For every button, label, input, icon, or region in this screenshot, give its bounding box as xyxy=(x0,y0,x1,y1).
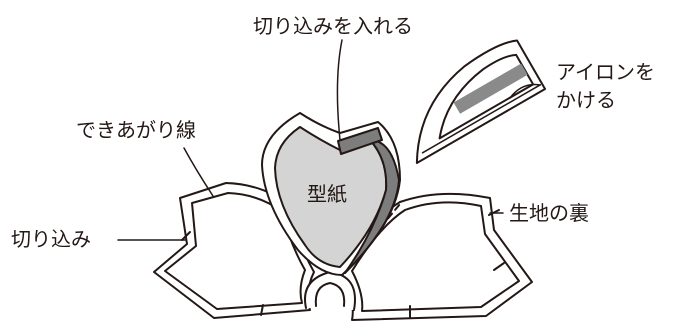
label-iron-line2: かける xyxy=(556,88,616,112)
label-iron-line1: アイロンを xyxy=(556,60,655,84)
bottom-notch-inner xyxy=(314,282,346,307)
label-fabric-back: 生地の裏 xyxy=(509,201,589,225)
cut-mark-4 xyxy=(493,262,505,271)
leader-finished-line xyxy=(183,147,214,197)
leader-cut-notch xyxy=(336,39,343,141)
cut-mark-2 xyxy=(260,304,264,316)
cut-mark-1 xyxy=(181,231,191,241)
left-petal-finished-line xyxy=(164,192,306,310)
label-cut-notch: 切り込みを入れる xyxy=(253,14,413,38)
iron-sole-line xyxy=(421,84,542,154)
leader-iron xyxy=(509,83,541,99)
iron-inner-outline xyxy=(438,53,535,140)
folded-flap xyxy=(337,127,383,155)
label-finished-line: できあがり線 xyxy=(76,118,196,142)
iron-handle xyxy=(453,63,528,114)
iron-icon xyxy=(415,39,547,164)
folded-edge xyxy=(344,139,400,274)
label-pattern-paper: 型紙 xyxy=(307,182,347,206)
label-cut-in: 切り込み xyxy=(11,227,91,251)
